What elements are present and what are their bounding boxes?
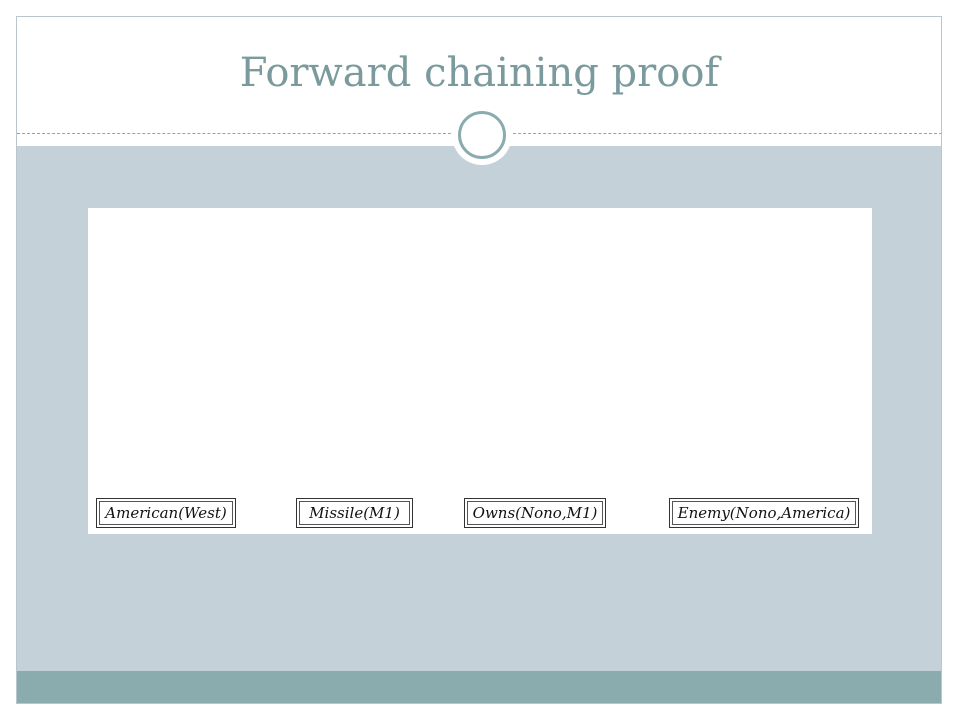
fact-label-missile: Missile(M1) (309, 504, 400, 522)
fact-box-american: American(West) (96, 498, 236, 528)
fact-box-border (99, 501, 233, 525)
fact-box-border (299, 501, 410, 525)
footer-band (17, 671, 942, 703)
fact-box-enemy: Enemy(Nono,America) (669, 498, 859, 528)
fact-label-owns: Owns(Nono,M1) (472, 504, 598, 522)
slide-title: Forward chaining proof (239, 50, 720, 96)
slide-frame (16, 16, 942, 704)
fact-box-owns: Owns(Nono,M1) (464, 498, 606, 528)
proof-figure: American(West) Missile(M1) Owns(Nono,M1)… (88, 208, 872, 534)
fact-label-enemy: Enemy(Nono,America) (677, 504, 851, 522)
circle-ornament-ring (458, 111, 506, 159)
fact-box-border (467, 501, 603, 525)
fact-box-missile: Missile(M1) (296, 498, 413, 528)
fact-box-border (672, 501, 856, 525)
fact-label-american: American(West) (105, 504, 227, 522)
circle-ornament (452, 105, 512, 165)
